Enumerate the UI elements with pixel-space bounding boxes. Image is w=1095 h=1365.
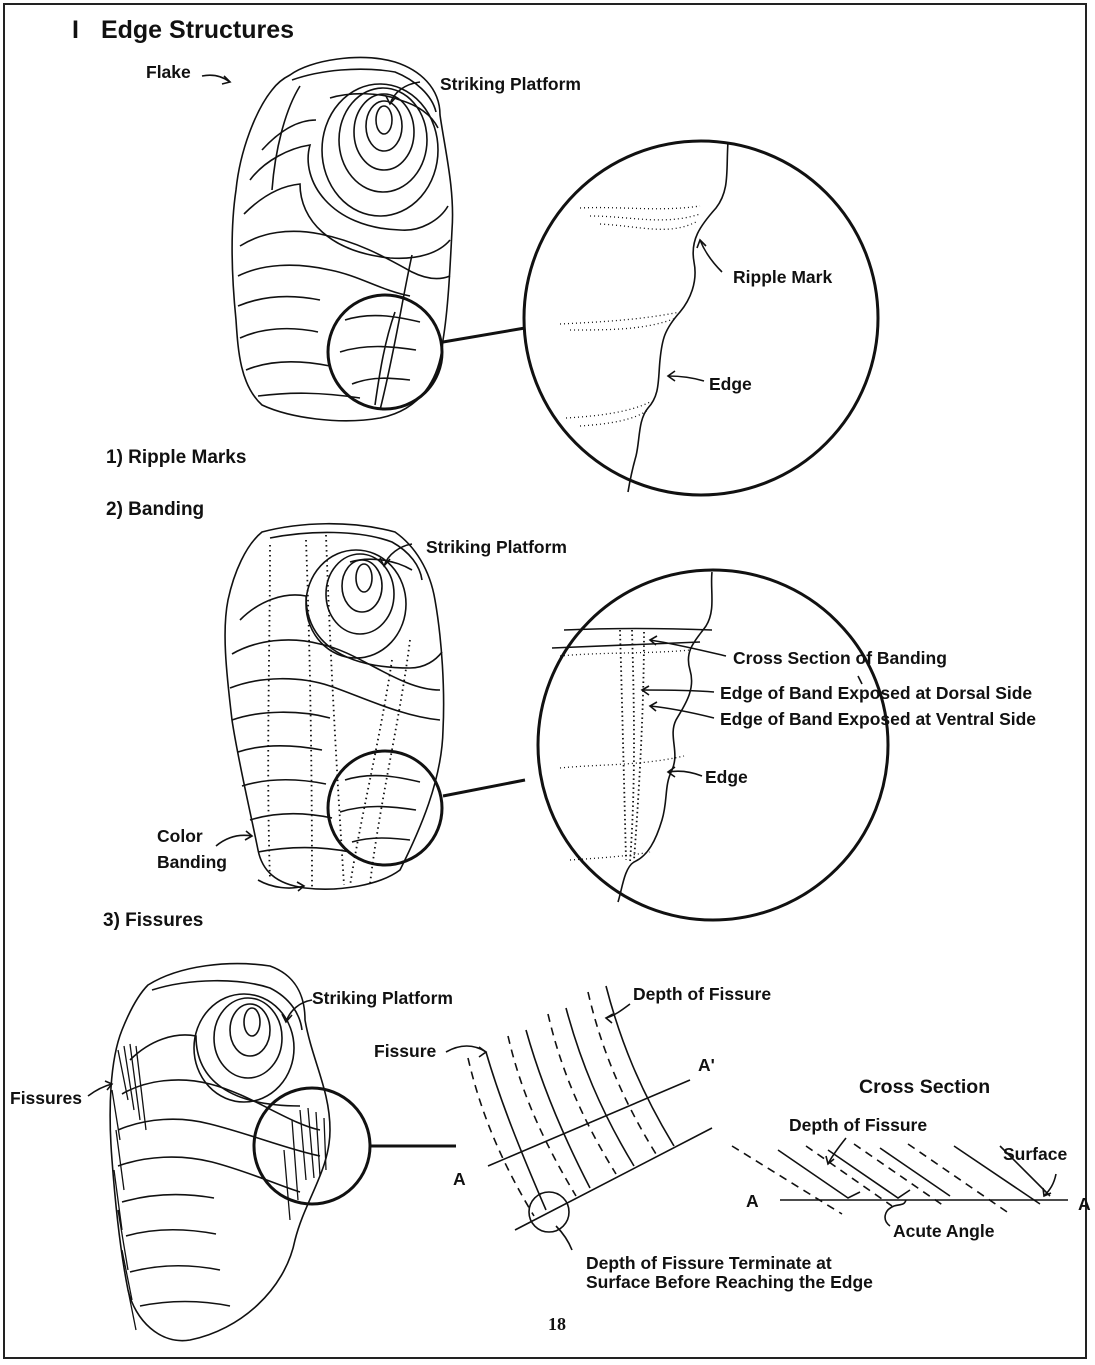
bulb-ring-2-1 bbox=[356, 564, 372, 592]
label-color-banding-line1: Color bbox=[157, 826, 203, 847]
zoom-connector-1 bbox=[443, 328, 525, 342]
ripple-2-4 bbox=[232, 712, 330, 720]
label-cross-section: Cross Section bbox=[859, 1076, 990, 1099]
label-striking-platform-1: Striking Platform bbox=[440, 74, 581, 95]
fissure-plan-diagram bbox=[446, 986, 712, 1250]
zoom-circle-large-1 bbox=[524, 141, 878, 495]
label-color-banding-line2: Banding bbox=[157, 852, 227, 873]
bulb-ring-2-4 bbox=[306, 550, 406, 658]
ripple-3-5 bbox=[122, 1195, 214, 1202]
band-cross-section-line bbox=[564, 629, 712, 631]
flake-drawing-banding bbox=[216, 524, 444, 891]
fissure-hatching-left bbox=[112, 1044, 146, 1330]
ripple-3-8 bbox=[140, 1302, 230, 1307]
label-terminate-line1: Depth of Fissure Terminate at bbox=[586, 1253, 832, 1274]
ripple-2 bbox=[250, 145, 448, 230]
magnifier-ripple bbox=[328, 141, 878, 495]
ripple-4 bbox=[240, 231, 450, 278]
label-fissures: Fissures bbox=[10, 1088, 82, 1109]
ripple-3-2 bbox=[122, 1080, 320, 1130]
platform-facet-2 bbox=[270, 532, 422, 580]
edge-profile-1 bbox=[628, 142, 728, 492]
section-heading-banding: 2) Banding bbox=[106, 499, 204, 521]
label-depth-of-fissure-2: Depth of Fissure bbox=[789, 1115, 927, 1136]
bulb-ring-3-4 bbox=[194, 994, 294, 1102]
bulb-ring-3-2 bbox=[230, 1004, 270, 1056]
ripple-2-2 bbox=[232, 640, 440, 690]
ripple-6 bbox=[238, 297, 320, 306]
label-a-prime: A' bbox=[698, 1055, 715, 1076]
arrow-band-dorsal bbox=[642, 690, 714, 692]
zoom-circle-small-2 bbox=[328, 751, 442, 865]
label-surface: Surface bbox=[1003, 1144, 1067, 1165]
label-cross-section-of-banding: Cross Section of Banding bbox=[733, 648, 947, 669]
flake-drawing-fissures bbox=[88, 964, 330, 1341]
label-a-cross-section-left: A bbox=[746, 1191, 759, 1212]
band-dotted-lines bbox=[268, 535, 410, 888]
ripple-5 bbox=[238, 265, 410, 296]
arrow-depth-of-fissure-head bbox=[606, 1014, 613, 1023]
page-number: 18 bbox=[548, 1314, 566, 1335]
bulb-ring-3-1 bbox=[244, 1008, 260, 1036]
band-stipple bbox=[620, 630, 644, 862]
ripple-3-7 bbox=[130, 1266, 220, 1272]
ripple-2-5 bbox=[238, 746, 322, 752]
ripple-3-6 bbox=[126, 1230, 216, 1236]
ripple-stipple-1 bbox=[560, 206, 700, 426]
label-edge-1: Edge bbox=[709, 374, 752, 395]
label-edge-band-dorsal: Edge of Band Exposed at Dorsal Side bbox=[720, 683, 1032, 704]
zoom-connector-2 bbox=[443, 780, 525, 796]
label-depth-of-fissure-1: Depth of Fissure bbox=[633, 984, 771, 1005]
arrow-terminate bbox=[556, 1226, 572, 1250]
label-a-cross-section-right: A bbox=[1078, 1194, 1091, 1215]
ripple-2-6 bbox=[242, 780, 326, 786]
bulb-ring-2-2 bbox=[342, 560, 382, 612]
label-striking-platform-3: Striking Platform bbox=[312, 988, 453, 1009]
ripple-7 bbox=[240, 329, 318, 338]
label-fissure: Fissure bbox=[374, 1041, 436, 1062]
ripple-2-7 bbox=[250, 814, 332, 820]
arrow-fissure-head bbox=[479, 1047, 486, 1057]
flake-outline-3 bbox=[110, 964, 330, 1341]
arrow-ripple-mark bbox=[700, 240, 722, 272]
section-line-a-a bbox=[488, 1080, 690, 1166]
arrow-band-ventral bbox=[650, 706, 714, 718]
bulb-ring-2 bbox=[366, 101, 402, 151]
left-profile-1 bbox=[272, 86, 300, 190]
bulb-ring-1 bbox=[376, 106, 392, 134]
fissure-dashed-lines bbox=[468, 992, 656, 1216]
side-edge-1 bbox=[380, 255, 412, 410]
ripple-3 bbox=[244, 184, 450, 258]
arrow-fissures bbox=[88, 1084, 112, 1096]
zoom-circle-small-3 bbox=[254, 1088, 370, 1204]
label-a-left: A bbox=[453, 1169, 466, 1190]
edge-line bbox=[515, 1128, 712, 1230]
edge-profile-2 bbox=[618, 572, 712, 902]
section-heading-ripple-marks: 1) Ripple Marks bbox=[106, 447, 246, 469]
flake-drawing-ripple bbox=[202, 58, 453, 421]
label-acute-angle: Acute Angle bbox=[893, 1221, 994, 1242]
ripple-8 bbox=[246, 362, 330, 370]
label-striking-platform-2: Striking Platform bbox=[426, 537, 567, 558]
label-edge-band-ventral: Edge of Band Exposed at Ventral Side bbox=[720, 709, 1036, 730]
label-terminate-line2: Surface Before Reaching the Edge bbox=[586, 1272, 873, 1293]
zoom-circle-large-2 bbox=[538, 570, 888, 920]
label-flake: Flake bbox=[146, 62, 191, 83]
zoom-small-inner-2 bbox=[340, 776, 420, 842]
arrow-color-banding bbox=[216, 835, 252, 846]
magnifier-banding bbox=[328, 570, 888, 920]
ripple-3-3 bbox=[118, 1119, 320, 1156]
section-heading-fissures: 3) Fissures bbox=[103, 910, 203, 932]
label-edge-2: Edge bbox=[705, 767, 748, 788]
label-ripple-mark: Ripple Mark bbox=[733, 267, 832, 288]
magnifier-ripple-detail bbox=[340, 142, 728, 492]
zoom-small-inner-1 bbox=[340, 312, 420, 405]
ripple-2-8 bbox=[258, 848, 350, 853]
